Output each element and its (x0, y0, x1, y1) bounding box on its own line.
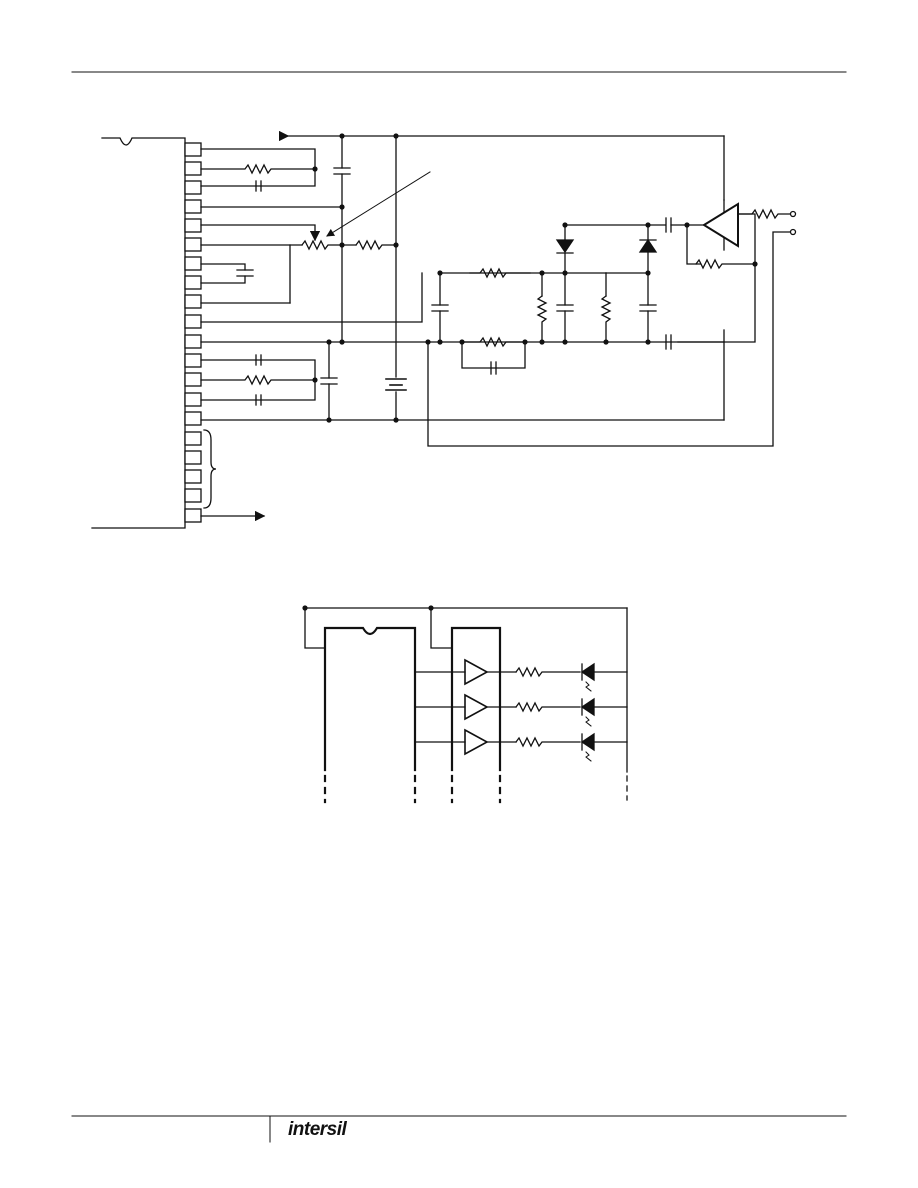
resistor-r6 (536, 295, 548, 343)
resistor-r10 (737, 208, 791, 220)
intersil-logo-icon: intersil (288, 1119, 347, 1141)
resistor-r1 (200, 163, 316, 175)
lower-schematic (302, 605, 628, 804)
battery-b1 (385, 378, 407, 391)
capacitor-c1 (255, 180, 262, 192)
ic-pins (184, 142, 202, 523)
resistor-r7 (461, 336, 526, 348)
logo-text: intersil (288, 1119, 347, 1140)
ic-body-outline (91, 137, 186, 529)
diode-d1 (555, 239, 575, 254)
upper-schematic (91, 130, 797, 529)
junction-dots (312, 133, 758, 423)
potentiometer-r2 (301, 239, 357, 251)
resistor-r9 (695, 258, 756, 270)
output-terminal-2 (789, 228, 797, 236)
led-3 (580, 732, 595, 752)
led-channel-1 (414, 658, 628, 692)
buffer-1 (464, 658, 489, 686)
capacitor-c7 (431, 304, 449, 312)
capacitor-c11 (665, 217, 672, 233)
resistor-r5 (469, 267, 531, 279)
amplifier-triangle (702, 202, 739, 248)
capacitor-c9 (556, 304, 574, 312)
capacitor-c8 (490, 361, 497, 375)
capacitor-c10 (639, 304, 657, 312)
led-2 (580, 697, 595, 717)
led-channel-2 (414, 693, 628, 727)
capacitor-c3 (236, 269, 254, 277)
led-channel-3 (414, 728, 628, 762)
capacitor-c4 (255, 354, 262, 366)
lower-ic-buffer (450, 626, 502, 772)
led-1 (580, 662, 595, 682)
buffer-3 (464, 728, 489, 756)
resistor-r4 (200, 374, 316, 386)
capacitor-c6 (320, 377, 338, 385)
pin-group-brace (203, 429, 217, 509)
lower-ic-left (323, 626, 417, 772)
capacitor-c2 (333, 167, 351, 175)
capacitor-c12 (665, 334, 672, 350)
buffer-2 (464, 693, 489, 721)
diode-d2 (638, 238, 658, 253)
output-terminal-1 (789, 210, 797, 218)
capacitor-c5 (255, 394, 262, 406)
lower-junction-dots (302, 605, 434, 611)
resistor-r3 (355, 239, 397, 251)
resistor-r8 (600, 295, 612, 343)
